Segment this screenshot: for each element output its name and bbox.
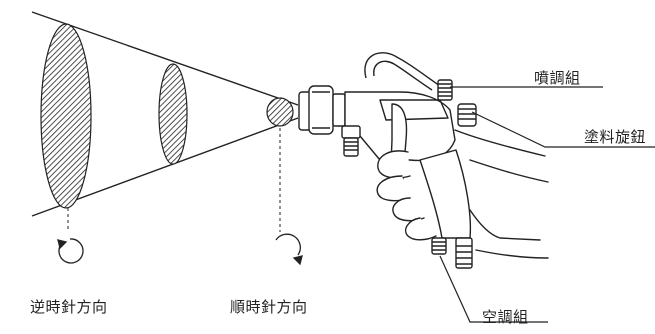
clockwise-arrow-icon	[275, 233, 303, 266]
counterclockwise-label: 逆時針方向	[30, 298, 108, 316]
nozzle-knob-label: 噴調組	[534, 69, 581, 87]
fluid-knob-label: 塗料旋鈕	[584, 128, 647, 146]
spray-pattern-medium	[158, 63, 188, 165]
spray-pattern-small	[266, 97, 294, 127]
air-knob-label: 空調組	[482, 308, 529, 326]
leader-lines	[439, 86, 655, 323]
spray-pattern-large	[40, 23, 92, 209]
dashed-guides	[67, 128, 281, 232]
clockwise-label: 順時針方向	[230, 298, 308, 316]
spray-gun	[298, 52, 477, 269]
hand	[376, 129, 549, 259]
counterclockwise-arrow-icon	[57, 238, 84, 264]
